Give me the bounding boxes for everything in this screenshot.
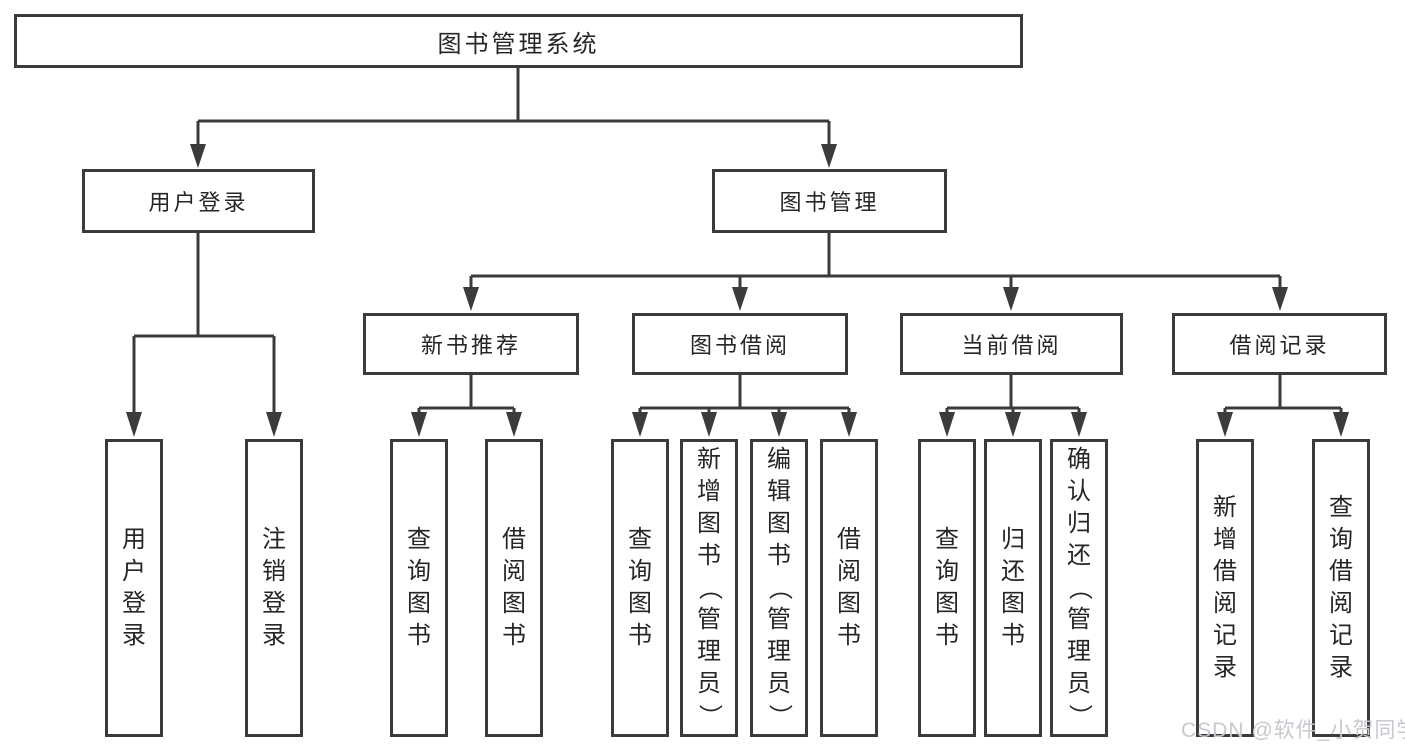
leaf-edit-books-admin: 编辑图书（管理员） [750,439,808,737]
connector-book-borrow-to-leaves [632,375,857,437]
node-label: 图书借阅 [689,333,790,358]
node-book-management: 图书管理 [712,169,947,233]
node-label: 当前借阅 [961,333,1062,358]
leaf-add-books-admin: 新增图书（管理员） [680,439,738,737]
connector-root-to-level2 [190,68,837,168]
leaf-query-books-current: 查询图书 [918,439,976,737]
node-new-book-recommend: 新书推荐 [363,313,579,375]
node-user-login: 用户登录 [82,169,315,233]
node-book-borrow: 图书借阅 [632,313,848,375]
node-current-borrow: 当前借阅 [900,313,1123,375]
node-label: 新书推荐 [420,333,521,358]
leaf-borrow-books-recommend: 借阅图书 [485,439,543,737]
leaf-user-login: 用户登录 [105,439,163,737]
leaf-return-books: 归还图书 [984,439,1042,737]
leaf-borrow-books-borrow: 借阅图书 [820,439,878,737]
node-label: 用户登录 [148,190,249,215]
leaf-add-borrow-record: 新增借阅记录 [1196,439,1254,737]
node-borrow-records: 借阅记录 [1172,313,1387,375]
node-library-management-system: 图书管理系统 [14,14,1023,68]
connector-current-borrow-to-leaves [939,375,1087,437]
csdn-watermark: CSDN @软件_小贺同学 [1181,719,1405,742]
leaf-query-books-borrow: 查询图书 [611,439,669,737]
node-label: 图书管理 [779,190,880,215]
leaf-query-borrow-record: 查询借阅记录 [1312,439,1370,737]
leaf-query-books-recommend: 查询图书 [390,439,448,737]
node-label: 借阅记录 [1229,333,1330,358]
leaf-logout-login: 注销登录 [245,439,303,737]
connector-user-login-to-leaves [126,233,282,437]
connector-borrow-records-to-leaves [1217,375,1349,437]
node-label: 图书管理系统 [437,30,600,58]
leaf-confirm-return-admin: 确认归还（管理员） [1050,439,1108,737]
connector-book-management-to-level3 [463,233,1288,311]
connector-new-book-recommend-to-leaves [411,375,522,437]
